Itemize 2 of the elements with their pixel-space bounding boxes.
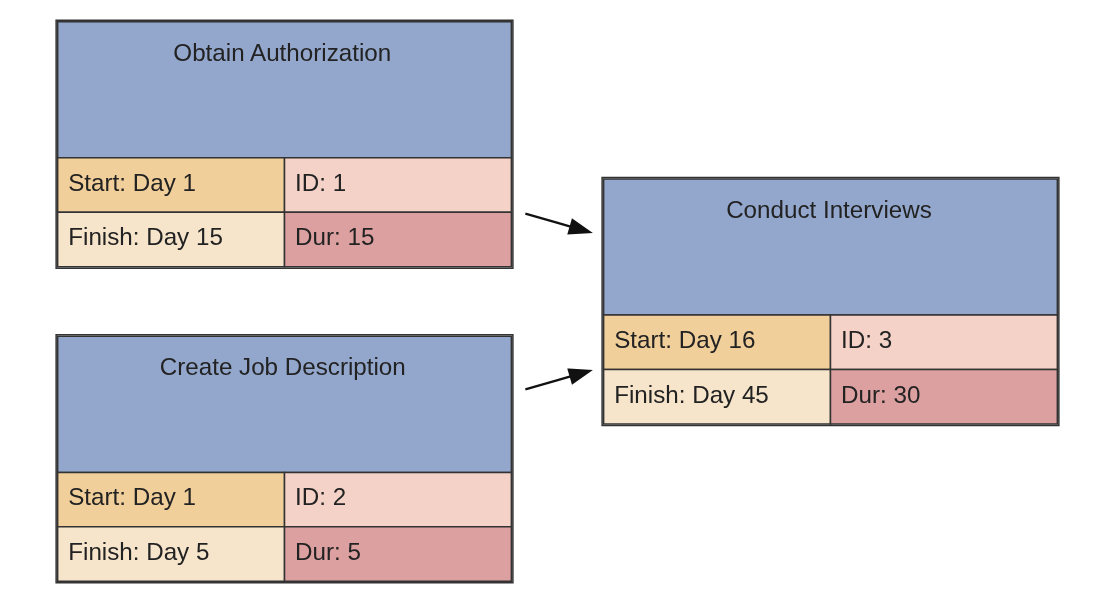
arrow — [524, 368, 593, 391]
arrow — [524, 212, 593, 235]
